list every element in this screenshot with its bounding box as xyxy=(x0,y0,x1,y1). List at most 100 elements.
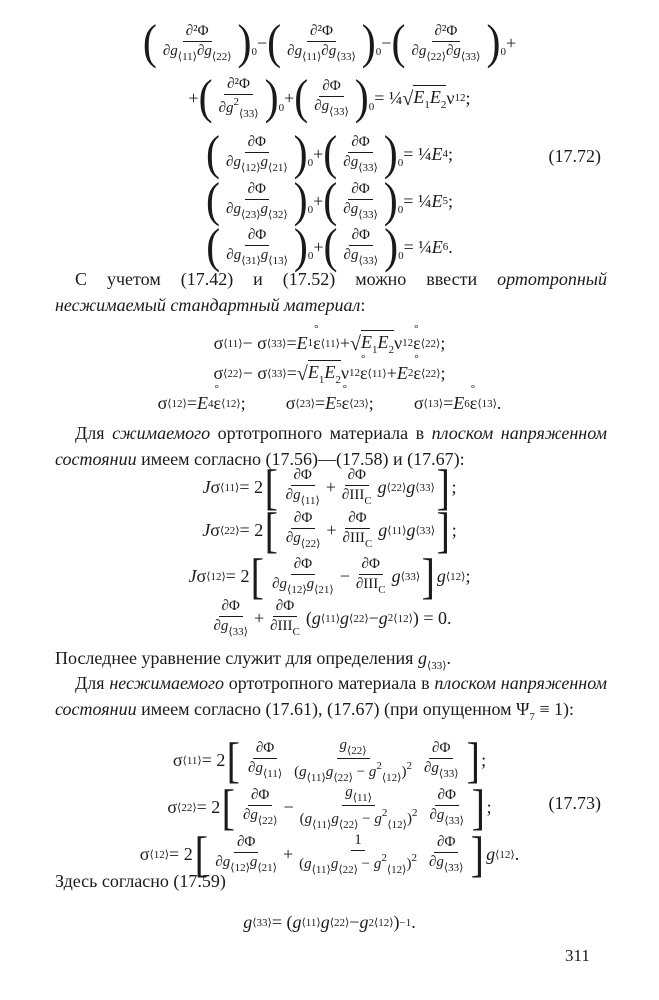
right-paren: ) xyxy=(264,71,279,125)
math-bracketed: [∂Φ∂g⟨11⟩ + ∂Φ∂IIIC g⟨22⟩g⟨33⟩] xyxy=(263,462,452,512)
math-subscript: 12 xyxy=(454,92,466,104)
math-fraction: ∂Φ∂g⟨33⟩ xyxy=(421,740,462,780)
math-text: : xyxy=(360,295,366,315)
math-text: σ xyxy=(210,476,221,497)
right-bracket: ] xyxy=(421,548,436,604)
math-text: . xyxy=(448,236,453,257)
math-italic: g xyxy=(436,807,445,823)
math-subscript: ⟨33⟩ xyxy=(252,917,272,929)
math-text: ∂ xyxy=(272,576,280,592)
fraction-numerator: ∂Φ xyxy=(290,510,316,529)
math-text: ∂Φ xyxy=(275,598,295,614)
fraction-numerator: ∂Φ xyxy=(252,740,278,759)
right-paren: ) xyxy=(361,16,376,70)
math-subscript: 1 xyxy=(307,337,314,349)
math-fraction: ∂Φ∂IIIC xyxy=(340,510,376,550)
math-italic: g xyxy=(279,576,288,592)
math-subscript: C xyxy=(364,538,373,550)
math-italic: несжимаемого xyxy=(109,673,225,693)
math-text: ; xyxy=(440,332,446,353)
math-text: ∂Φ xyxy=(322,78,341,94)
math-fraction: ∂²Φ∂g⟨11⟩∂g⟨22⟩ xyxy=(160,23,235,63)
math-bracketed: [∂Φ∂g⟨11⟩ g⟨22⟩(g⟨11⟩g⟨22⟩ − g2⟨12⟩)2 ∂Φ… xyxy=(225,735,481,785)
math-text: ∂Φ xyxy=(255,740,275,756)
math-italic: g xyxy=(350,247,359,263)
math-text: σ xyxy=(157,393,168,413)
math-italic: E xyxy=(325,393,337,413)
fraction-denominator: ∂g⟨33⟩ xyxy=(210,617,251,638)
math-text: имеем согласно (17.56)—(17.58) и (17.67)… xyxy=(136,449,465,469)
fraction-denominator: (g⟨11⟩g⟨22⟩ − g2⟨12⟩)2 xyxy=(297,806,421,831)
left-paren: ( xyxy=(294,71,309,125)
math-text: − xyxy=(358,810,375,827)
math-italic: E xyxy=(361,332,373,352)
math-text: = ¼ xyxy=(374,87,403,108)
math-parenthesized: (∂Φ∂g⟨33⟩)0 xyxy=(324,223,404,271)
right-paren: ) xyxy=(293,127,308,181)
math-subscript: 7 xyxy=(529,711,535,723)
math-text: ∂Φ xyxy=(221,598,240,614)
sqrt-sign: √ xyxy=(402,88,414,110)
math-subscript: ⟨11⟩ xyxy=(223,337,243,350)
math-italic: E xyxy=(429,87,441,107)
math-text: С учетом (17.42) и (17.52) можно ввести xyxy=(75,269,498,289)
math-text: = 2 xyxy=(201,749,226,770)
math-subscript: ⟨22⟩ xyxy=(329,917,350,929)
fraction-denominator: ∂g⟨22⟩∂g⟨33⟩ xyxy=(408,42,483,63)
fraction-numerator: ∂²Φ xyxy=(431,23,461,42)
math-text: ∂²Φ xyxy=(185,23,209,39)
math-subscript: ⟨11⟩ xyxy=(320,337,340,350)
math-subscript: 2 xyxy=(388,344,395,356)
fraction-numerator: ∂Φ xyxy=(348,134,373,153)
math-italic: g xyxy=(436,854,444,870)
math-text: ∂ xyxy=(411,43,419,59)
math-ring-accent: ε xyxy=(413,353,421,384)
fraction-denominator: ∂g⟨33⟩ xyxy=(421,759,462,780)
math-italic: E xyxy=(453,393,465,413)
math-fraction: ∂²Φ∂g2⟨33⟩ xyxy=(216,76,262,120)
math-fraction: ∂Φ∂g⟨33⟩ xyxy=(426,834,467,874)
math-italic: g xyxy=(374,810,382,827)
math-text: ∂ xyxy=(343,154,351,170)
math-text: + xyxy=(313,236,324,257)
math-text: ∂Φ xyxy=(351,181,370,197)
left-paren: ( xyxy=(198,71,213,125)
fraction-numerator: ∂Φ xyxy=(434,834,459,853)
math-text: ; xyxy=(465,565,471,586)
math-subscript: ⟨33⟩ xyxy=(329,106,349,118)
math-text: ∂Φ xyxy=(437,787,456,803)
math-italic: g xyxy=(436,565,446,586)
math-text: + xyxy=(386,362,397,383)
math-parenthesized: (∂Φ∂g⟨33⟩)0 xyxy=(323,130,403,178)
math-fraction: ∂Φ∂g⟨12⟩g⟨21⟩ xyxy=(212,834,280,874)
left-paren: ( xyxy=(206,127,221,181)
math-text: ∂ xyxy=(215,854,223,870)
math-text: ∂ xyxy=(196,43,205,59)
math-fraction: 1(g⟨11⟩g⟨22⟩ − g2⟨12⟩)2 xyxy=(296,832,420,876)
math-text: ∂III xyxy=(270,618,293,634)
math-italic: g xyxy=(391,565,401,586)
math-text: ∂²Φ xyxy=(434,23,458,39)
math-subscript: ⟨11⟩ xyxy=(387,524,407,537)
math-subscript: ⟨22⟩ xyxy=(223,367,243,380)
math-fraction: ∂Φ∂g⟨22⟩ xyxy=(283,510,324,550)
math-text: = ( xyxy=(271,912,293,932)
math-text: Последнее уравнение служит для определен… xyxy=(55,648,418,668)
math-superscript: 2 xyxy=(381,852,387,864)
equation-17-73-line-2: σ⟨22⟩ = 2[∂Φ∂g⟨22⟩ − g⟨11⟩(g⟨11⟩g⟨22⟩ − … xyxy=(0,782,659,832)
paragraph-standard-material: С учетом (17.42) и (17.52) можно ввести … xyxy=(55,266,607,318)
math-subscript: ⟨12⟩ xyxy=(393,612,413,625)
math-text: − xyxy=(368,607,379,628)
math-subscript: ⟨23⟩ xyxy=(295,398,315,410)
math-subscript: ⟨22⟩ xyxy=(420,337,441,350)
math-text: − xyxy=(357,856,374,872)
math-text: ∂Φ xyxy=(361,556,380,572)
sqrt-sign: √ xyxy=(296,363,308,385)
sqrt-radicand: E1E2 xyxy=(361,330,395,356)
math-text: ортотропного материала в xyxy=(210,423,432,443)
fraction-numerator: ∂Φ xyxy=(233,834,259,853)
math-text: ∂Φ xyxy=(293,510,313,526)
math-italic: g xyxy=(406,519,416,540)
right-paren: ) xyxy=(293,174,308,228)
